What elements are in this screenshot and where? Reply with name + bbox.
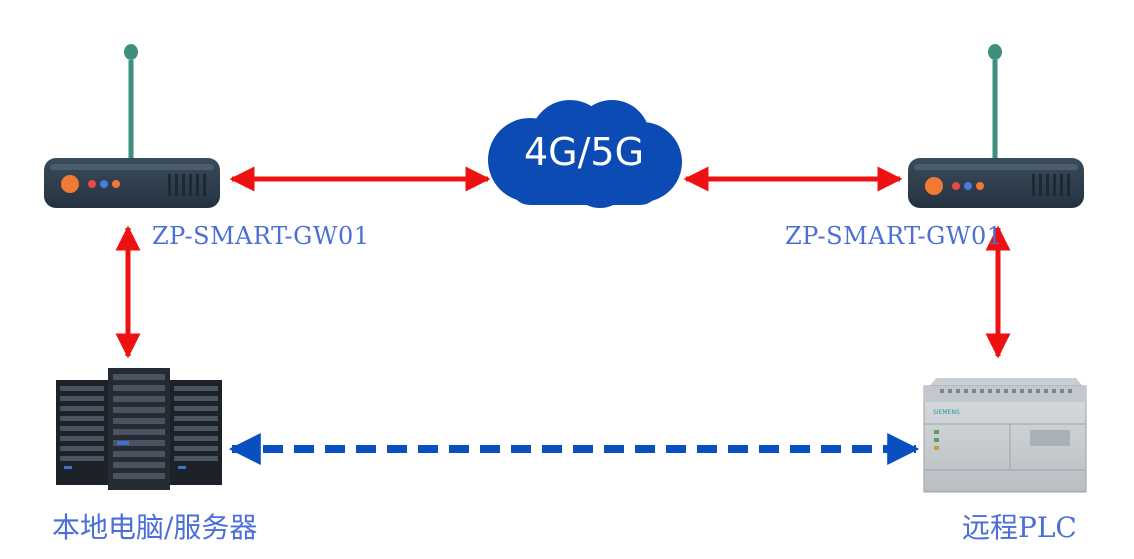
cloud-icon [488,100,682,208]
server-label: 本地电脑/服务器 [52,511,258,544]
plc-label: 远程PLC [962,511,1077,544]
plc-icon: SIEMENS [923,378,1087,493]
cloud-label: 4G/5G [523,130,645,174]
plc-brand-label: SIEMENS [933,409,960,416]
gateway-left-label: ZP-SMART-GW01 [152,222,370,250]
gateway-left-icon [44,44,220,208]
server-rack-icon [56,368,222,490]
gateway-right-icon [908,44,1084,208]
gateway-right-label: ZP-SMART-GW01 [785,222,1003,250]
